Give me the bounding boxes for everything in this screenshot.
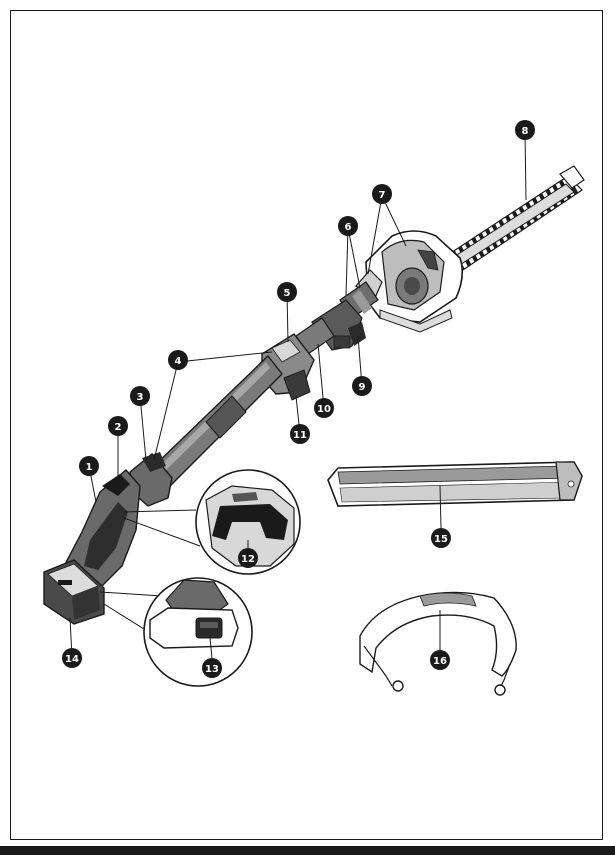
detail-inset-battery bbox=[99, 577, 253, 687]
callout-3-label: 3 bbox=[137, 392, 144, 403]
callout-6: 6 bbox=[338, 216, 358, 236]
rear-collar bbox=[129, 452, 173, 507]
battery-pack bbox=[43, 559, 105, 625]
blade-cover bbox=[327, 461, 583, 529]
page-bottom-bar bbox=[0, 846, 615, 855]
callout-13: 13 bbox=[202, 658, 222, 678]
callout-12: 12 bbox=[238, 548, 258, 568]
callout-6-label: 6 bbox=[345, 222, 352, 233]
callout-14: 14 bbox=[62, 648, 82, 668]
detail-inset-trigger bbox=[123, 469, 301, 575]
hedge-trimmer-illustration bbox=[43, 131, 585, 659]
callout-13-label: 13 bbox=[205, 664, 219, 675]
callout-8-label: 8 bbox=[522, 126, 529, 137]
shoulder-strap bbox=[359, 591, 517, 696]
callout-15: 15 bbox=[431, 528, 451, 548]
callout-2: 2 bbox=[108, 416, 128, 436]
callout-4: 4 bbox=[168, 350, 188, 370]
callout-16: 16 bbox=[430, 650, 450, 670]
callout-5-label: 5 bbox=[284, 288, 291, 299]
callout-9: 9 bbox=[352, 376, 372, 396]
callout-4-label: 4 bbox=[175, 356, 182, 367]
callout-5: 5 bbox=[277, 282, 297, 302]
callout-10-label: 10 bbox=[317, 404, 331, 415]
callout-14-label: 14 bbox=[65, 654, 79, 665]
callout-1: 1 bbox=[79, 456, 99, 476]
callout-10: 10 bbox=[314, 398, 334, 418]
callout-7-label: 7 bbox=[379, 190, 386, 201]
rear-handle bbox=[61, 469, 141, 593]
page-frame bbox=[10, 10, 603, 840]
callout-11-label: 11 bbox=[293, 430, 307, 441]
callout-3: 3 bbox=[130, 386, 150, 406]
callout-8: 8 bbox=[515, 120, 535, 140]
callout-9-label: 9 bbox=[359, 382, 366, 393]
callout-11: 11 bbox=[290, 424, 310, 444]
motor-head bbox=[355, 230, 464, 333]
callout-12-label: 12 bbox=[241, 554, 255, 565]
main-shaft bbox=[148, 354, 283, 487]
callout-16-label: 16 bbox=[433, 656, 447, 667]
callout-1-label: 1 bbox=[86, 462, 93, 473]
callout-7: 7 bbox=[372, 184, 392, 204]
callout-2-label: 2 bbox=[115, 422, 122, 433]
callout-15-label: 15 bbox=[434, 534, 448, 545]
blade-bar bbox=[439, 165, 585, 277]
